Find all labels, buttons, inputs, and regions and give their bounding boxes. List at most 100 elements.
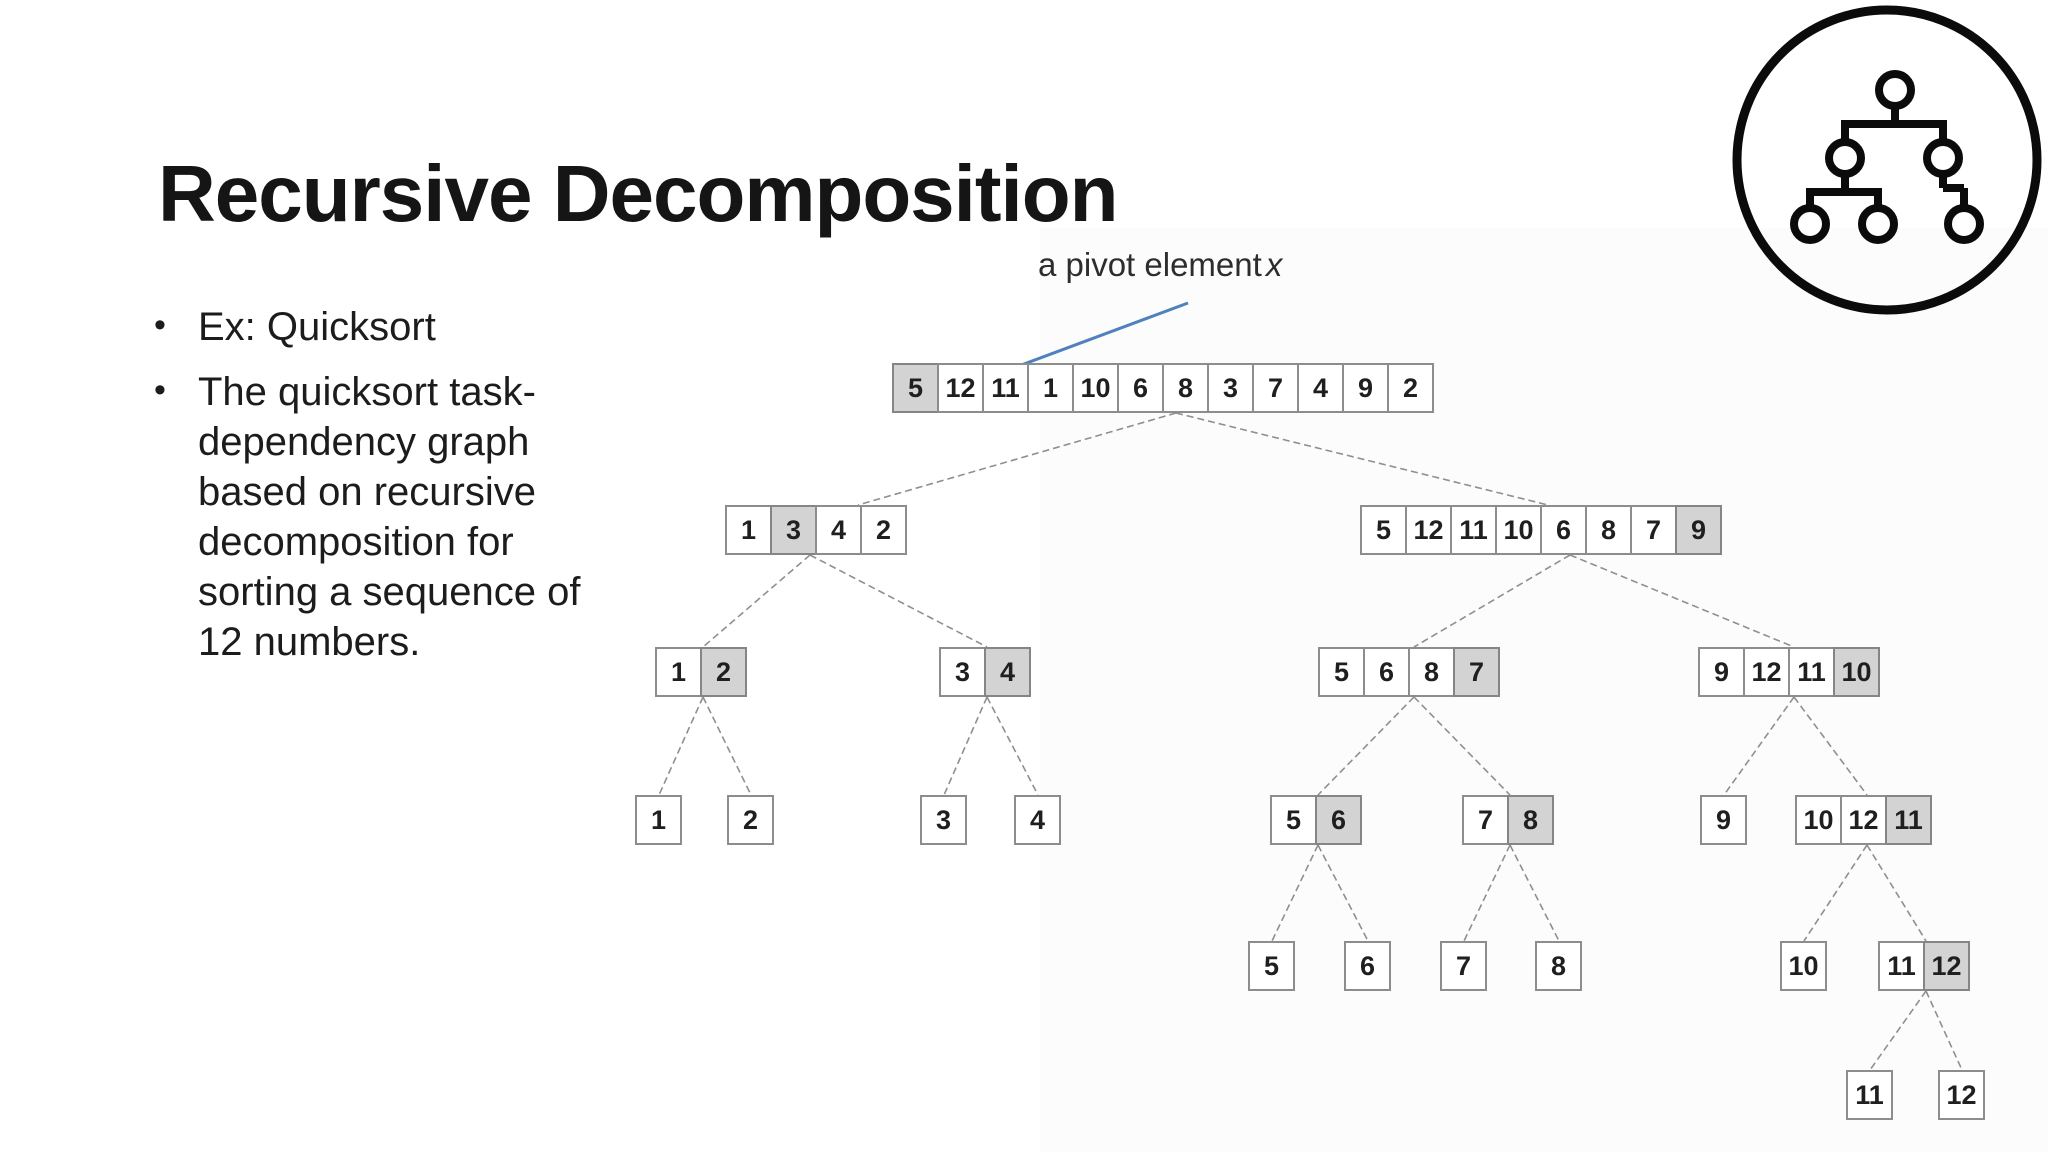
array-cell-pivot: 6: [1315, 795, 1362, 845]
array-cell: 7: [1252, 363, 1299, 413]
array-cell: 4: [1014, 795, 1061, 845]
tree-connector-line: [1866, 844, 1927, 942]
array-cell: 11: [1878, 941, 1925, 991]
array-cell: 3: [939, 647, 986, 697]
array-cell: 6: [1117, 363, 1164, 413]
bullet-item: • The quicksort task-dependency graph bas…: [152, 367, 630, 667]
bullet-glyph: •: [154, 306, 166, 344]
array-cell: 9: [1700, 795, 1747, 845]
array-cell-pivot: 2: [700, 647, 747, 697]
array-cell: 5: [1248, 941, 1295, 991]
array-node-l4-7: 7: [1440, 941, 1487, 991]
array-cell: 10: [1780, 941, 1827, 991]
array-cell: 8: [1408, 647, 1455, 697]
array-node-l3-1: 1: [635, 795, 682, 845]
array-cell: 7: [1630, 505, 1677, 555]
array-cell: 11: [1788, 647, 1835, 697]
array-cell-pivot: 9: [1675, 505, 1722, 555]
bullet-text: The quicksort task-dependency graph base…: [198, 370, 581, 664]
array-node-l3-9: 9: [1700, 795, 1747, 845]
array-node-l5-12: 12: [1938, 1070, 1985, 1120]
hierarchy-icon: [1732, 5, 2042, 315]
array-cell: 3: [1207, 363, 1254, 413]
array-cell: 2: [860, 505, 907, 555]
tree-connector-line: [1723, 696, 1795, 796]
array-cell: 12: [937, 363, 984, 413]
array-cell: 9: [1698, 647, 1745, 697]
array-cell: 1: [1027, 363, 1074, 413]
array-cell: 11: [982, 363, 1029, 413]
tree-connector-line: [1869, 990, 1927, 1071]
array-cell: 3: [920, 795, 967, 845]
tree-connector-line: [702, 554, 811, 648]
array-cell: 6: [1344, 941, 1391, 991]
array-cell: 5: [1318, 647, 1365, 697]
array-node-l3-2: 2: [727, 795, 774, 845]
bullet-glyph: •: [154, 371, 166, 409]
tree-connector-line: [943, 696, 988, 796]
tree-connector-line: [1793, 696, 1868, 796]
array-cell: 6: [1363, 647, 1410, 697]
tree-connector-line: [1569, 554, 1795, 648]
tree-connector-line: [1317, 844, 1369, 942]
array-cell: 10: [1072, 363, 1119, 413]
array-cell: 4: [1297, 363, 1344, 413]
array-cell: 6: [1540, 505, 1587, 555]
array-cell: 12: [1743, 647, 1790, 697]
tree-connector-line: [702, 696, 752, 796]
array-cell-pivot: 12: [1923, 941, 1970, 991]
array-node-l4-8: 8: [1535, 941, 1582, 991]
array-cell: 2: [1387, 363, 1434, 413]
array-cell: 9: [1342, 363, 1389, 413]
array-cell-pivot: 5: [892, 363, 939, 413]
array-cell: 7: [1440, 941, 1487, 991]
array-node-l3-4: 4: [1014, 795, 1061, 845]
array-cell: 12: [1405, 505, 1452, 555]
array-cell-pivot: 4: [984, 647, 1031, 697]
tree-connector-line: [986, 696, 1039, 796]
array-cell: 5: [1360, 505, 1407, 555]
tree-connector-line: [1925, 990, 1963, 1071]
array-cell: 8: [1585, 505, 1632, 555]
array-cell: 5: [1270, 795, 1317, 845]
tree-connector-line: [658, 696, 704, 796]
array-node-l5-11: 11: [1846, 1070, 1893, 1120]
array-cell: 4: [815, 505, 862, 555]
array-cell: 1: [655, 647, 702, 697]
tree-connector-line: [809, 554, 988, 648]
array-cell: 10: [1795, 795, 1842, 845]
array-cell-pivot: 11: [1885, 795, 1932, 845]
array-cell: 11: [1846, 1070, 1893, 1120]
page-title: Recursive Decomposition: [158, 149, 1118, 238]
array-node-l4-10: 10: [1780, 941, 1827, 991]
tree-connector-line: [1463, 844, 1511, 942]
array-cell-pivot: 3: [770, 505, 817, 555]
array-cell: 8: [1162, 363, 1209, 413]
array-cell: 8: [1535, 941, 1582, 991]
tree-connector-line: [1413, 554, 1571, 648]
tree-connector-line: [1317, 696, 1415, 796]
tree-connector-line: [857, 412, 1177, 506]
tree-connector-line: [1803, 844, 1868, 942]
bullet-item: •Ex: Quicksort: [152, 302, 630, 352]
array-cell: 1: [635, 795, 682, 845]
array-cell: 10: [1495, 505, 1542, 555]
array-cell-pivot: 10: [1833, 647, 1880, 697]
array-cell-pivot: 7: [1453, 647, 1500, 697]
tree-connector-line: [1509, 844, 1560, 942]
array-node-l3-3: 3: [920, 795, 967, 845]
array-node-l4-6: 6: [1344, 941, 1391, 991]
array-node-l4-5: 5: [1248, 941, 1295, 991]
array-cell: 12: [1840, 795, 1887, 845]
